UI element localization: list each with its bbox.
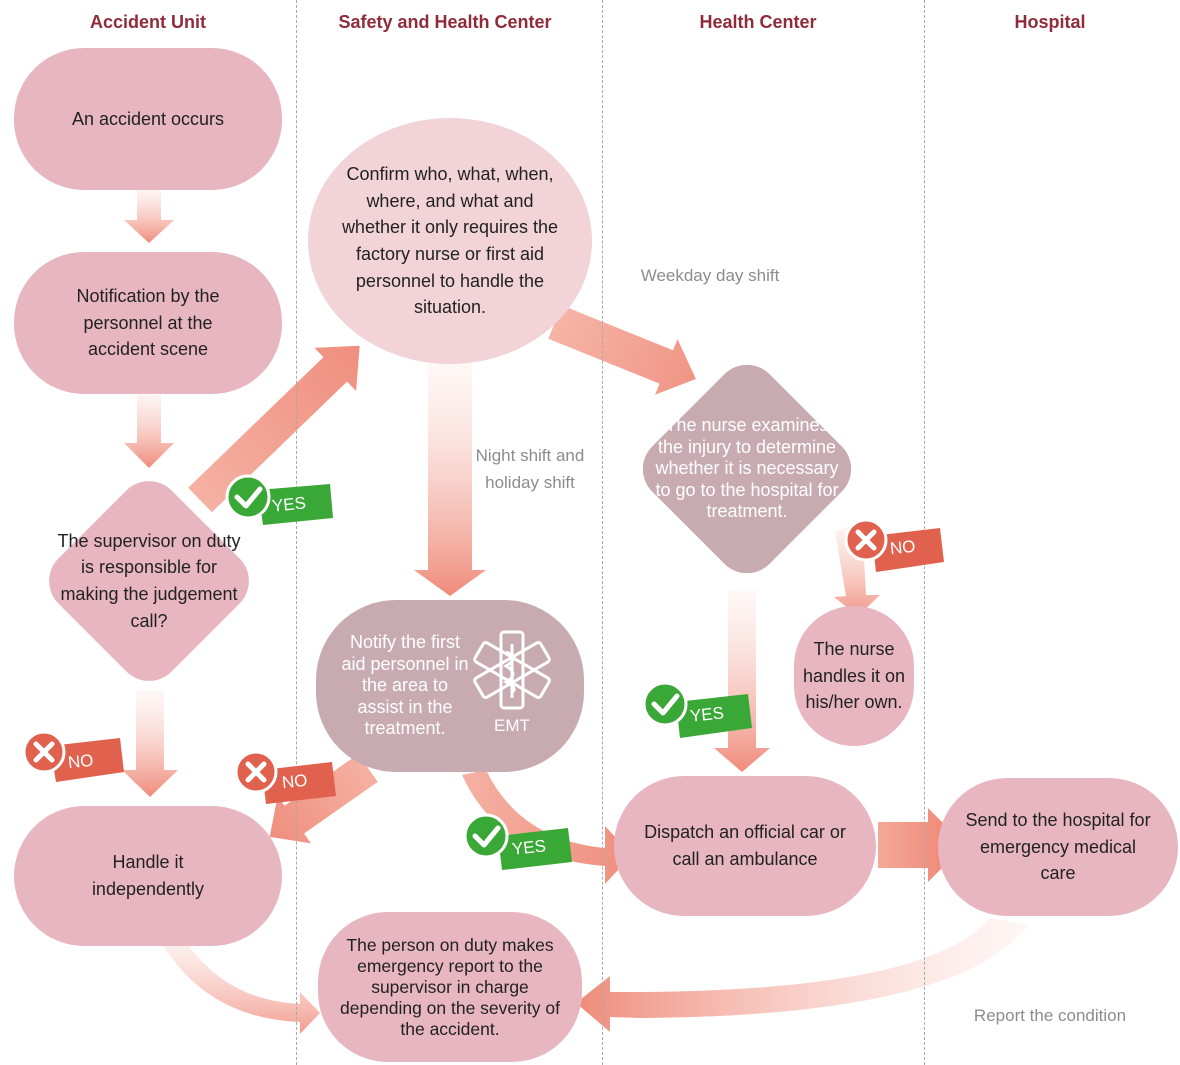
node-notify-first-aid-text: Notify the first aid personnel in the ar… [341, 632, 469, 739]
node-accident-occurs-text: An accident occurs [71, 108, 225, 129]
node-emergency-report: The person on duty makes emergency repor… [318, 912, 582, 1062]
arrow-hospital-to-report [576, 918, 1028, 1032]
label-report-condition: Report the condition [973, 1006, 1127, 1025]
node-notification: Notification by the personnel at the acc… [14, 252, 282, 394]
node-confirm-details-text: Confirm who, what, when, where, and what… [341, 164, 559, 318]
node-confirm-details: Confirm who, what, when, where, and what… [308, 118, 592, 364]
emt-star-of-life-icon: EMT [470, 628, 554, 738]
no-badge-3-label: NO [889, 536, 917, 559]
lane-divider-1 [296, 0, 297, 1065]
node-dispatch-car: Dispatch an official car or call an ambu… [614, 776, 876, 916]
lane-header-health-center: Health Center [699, 12, 817, 32]
no-badge-2-label: NO [281, 770, 309, 793]
no-badge-1-label: NO [67, 750, 95, 773]
node-send-hospital: Send to the hospital for emergency medic… [938, 778, 1178, 916]
node-notify-first-aid: Notify the first aid personnel in the ar… [316, 600, 584, 772]
label-weekday-day-shift: Weekday day shift [640, 266, 780, 285]
yes-badge-3-label: YES [511, 836, 547, 859]
node-supervisor-decision: The supervisor on duty is responsible fo… [35, 467, 263, 695]
node-dispatch-car-text: Dispatch an official car or call an ambu… [644, 822, 846, 869]
arrow-confirm-to-first-aid [414, 362, 486, 596]
node-nurse-examines: The nurse examines the injury to determi… [629, 340, 865, 590]
arrow-decision-to-handle [122, 690, 178, 797]
node-notification-text: Notification by the personnel at the acc… [76, 286, 220, 360]
node-supervisor-decision-text: The supervisor on duty is responsible fo… [57, 530, 241, 631]
node-handle-independently: Handle it independently [14, 806, 282, 946]
node-send-hospital-text: Send to the hospital for emergency medic… [965, 810, 1151, 884]
arrow-handle-to-report [160, 932, 320, 1034]
node-nurse-handles-text: The nurse handles it on his/her own. [802, 639, 906, 713]
arrow-accident-to-notification [124, 190, 174, 243]
arrow-decision-to-confirm [188, 345, 360, 513]
arrow-first-aid-to-dispatch [462, 770, 632, 884]
node-nurse-handles: The nurse handles it on his/her own. [794, 606, 914, 746]
arrow-confirm-to-nurse [548, 305, 696, 395]
lane-header-safety-health-center: Safety and Health Center [338, 12, 552, 32]
node-nurse-examines-text: The nurse examines the injury to determi… [655, 415, 839, 522]
lane-divider-3 [924, 0, 925, 1065]
node-handle-independently-text: Handle it independently [91, 852, 205, 899]
arrow-notification-to-decision [124, 395, 174, 468]
node-emergency-report-text: The person on duty makes emergency repor… [340, 934, 560, 1039]
yes-badge-1-label: YES [271, 493, 307, 516]
label-night-holiday-shift: Night shift and holiday shift [475, 446, 585, 493]
yes-badge-2-label: YES [689, 703, 725, 726]
lane-divider-2 [602, 0, 603, 1065]
lane-header-hospital: Hospital [1014, 12, 1086, 32]
emt-icon-label: EMT [494, 716, 530, 735]
lane-header-accident-unit: Accident Unit [89, 12, 206, 32]
node-accident-occurs: An accident occurs [14, 48, 282, 190]
arrow-nurse-to-dispatch [714, 590, 770, 772]
